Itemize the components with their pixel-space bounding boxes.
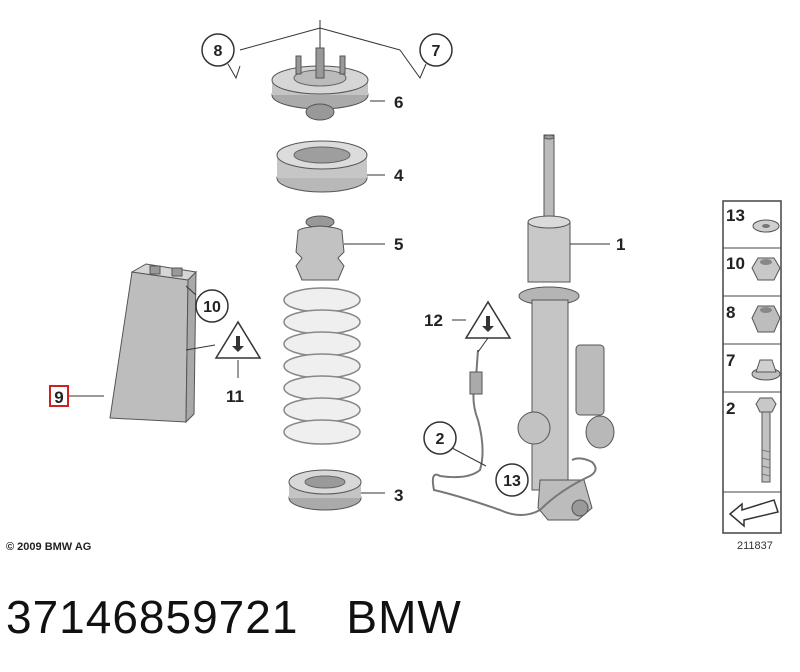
svg-text:9: 9 bbox=[54, 388, 63, 407]
callout-5: 5 bbox=[394, 235, 403, 254]
collar-nut-icon bbox=[751, 257, 781, 281]
warning-triangle-icon bbox=[452, 300, 512, 353]
callout-13: 13 bbox=[495, 463, 529, 497]
callout-6: 6 bbox=[394, 93, 403, 112]
callout-2: 2 bbox=[423, 421, 487, 467]
copyright-text: © 2009 BMW AG bbox=[6, 541, 92, 553]
sensor-cable bbox=[431, 349, 597, 516]
hardware-label-2: 2 bbox=[726, 399, 735, 418]
coil-spring bbox=[283, 287, 361, 445]
top-mount bbox=[239, 20, 401, 121]
lower-spring-pad bbox=[288, 469, 385, 511]
shock-absorber bbox=[517, 134, 615, 521]
callout-1: 1 bbox=[616, 235, 625, 254]
bolt-icon bbox=[755, 397, 777, 483]
spring-pad bbox=[276, 140, 385, 193]
hardware-label-7: 7 bbox=[726, 351, 735, 370]
control-unit bbox=[68, 263, 216, 424]
hardware-panel: 13 10 8 7 2 bbox=[722, 200, 782, 534]
hex-nut-icon bbox=[751, 305, 781, 333]
part-number-line: 37146859721 BMW bbox=[6, 590, 462, 644]
brand-name: BMW bbox=[346, 591, 462, 643]
hardware-label-8: 8 bbox=[726, 303, 735, 322]
callout-10: 10 bbox=[195, 289, 229, 323]
callout-8: 8 bbox=[201, 33, 241, 80]
callout-12: 12 bbox=[424, 311, 443, 330]
hardware-label-10: 10 bbox=[726, 254, 745, 273]
svg-text:8: 8 bbox=[214, 43, 223, 60]
diagram-reference-number: 211837 bbox=[737, 540, 773, 552]
callout-9-highlighted: 9 bbox=[49, 385, 69, 407]
svg-text:7: 7 bbox=[432, 43, 441, 60]
arrow-icon bbox=[728, 499, 779, 528]
callout-3: 3 bbox=[394, 486, 403, 505]
hardware-label-13: 13 bbox=[726, 206, 745, 225]
callout-4: 4 bbox=[394, 166, 404, 185]
part-number: 37146859721 bbox=[6, 591, 299, 643]
callout-11: 11 bbox=[226, 387, 244, 406]
callout-7: 7 bbox=[399, 33, 453, 80]
warning-triangle-icon bbox=[214, 320, 262, 378]
svg-text:10: 10 bbox=[203, 299, 221, 316]
bump-stop bbox=[295, 215, 385, 281]
svg-text:13: 13 bbox=[503, 473, 521, 490]
svg-text:2: 2 bbox=[436, 431, 445, 448]
